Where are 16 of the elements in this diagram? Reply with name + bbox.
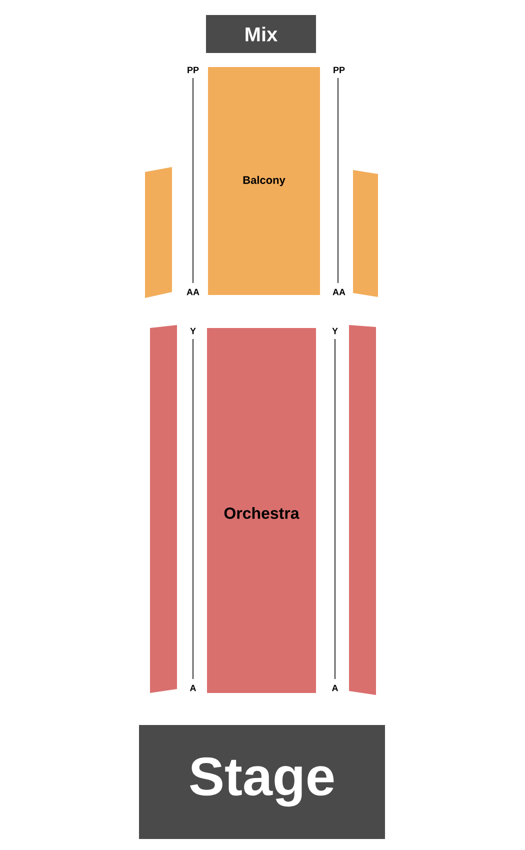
mix-box: Mix [206, 15, 316, 53]
row-label: AA [332, 288, 346, 296]
row-label: AA [186, 288, 200, 296]
row-label: PP [188, 66, 199, 74]
row-label: Y [190, 328, 196, 334]
seating-section [145, 167, 172, 298]
seating-section: Orchestra [207, 328, 316, 693]
row-label: A [332, 684, 338, 692]
seating-section [353, 170, 378, 297]
seating-section: Balcony [208, 67, 320, 295]
seating-section [150, 325, 177, 693]
stage-box: Stage [139, 725, 385, 839]
row-label: Y [332, 328, 338, 334]
row-label: A [190, 684, 196, 692]
seating-section [349, 325, 376, 695]
row-label: PP [334, 66, 345, 74]
